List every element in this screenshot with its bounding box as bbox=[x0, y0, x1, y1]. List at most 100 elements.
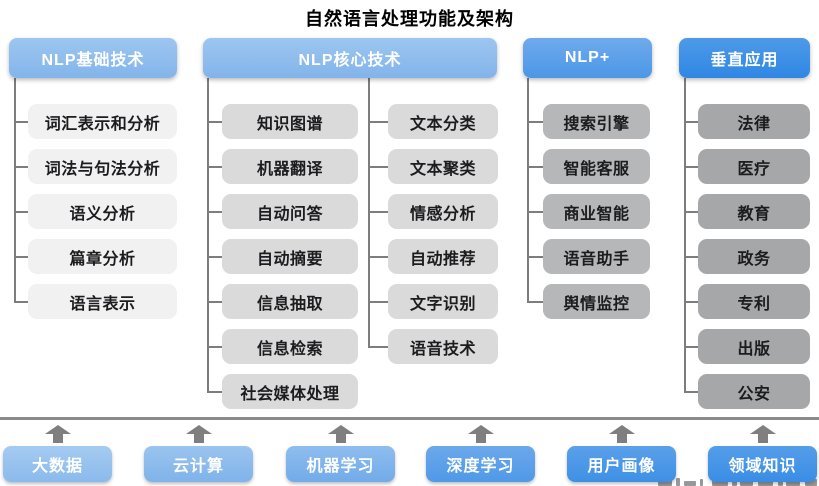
foundation-box: 机器学习 bbox=[286, 446, 395, 482]
foundation-box: 大数据 bbox=[3, 446, 112, 482]
connector-stub bbox=[368, 300, 388, 303]
up-arrow-stem bbox=[52, 434, 63, 443]
foundation-box: 云计算 bbox=[144, 446, 253, 482]
node-nlp-core-tech: 知识图谱 bbox=[222, 104, 358, 139]
node-nlp-core-tech: 自动问答 bbox=[222, 194, 358, 229]
watermark-stroke bbox=[778, 478, 783, 486]
foundation-box: 用户画像 bbox=[567, 446, 676, 482]
node-vertical-apps: 教育 bbox=[698, 194, 810, 229]
up-arrow-stem bbox=[335, 434, 346, 443]
node-nlp-core-tech: 信息抽取 bbox=[222, 284, 358, 319]
connector-stub bbox=[14, 165, 28, 168]
connector-stub bbox=[14, 210, 28, 213]
connector-stub bbox=[527, 165, 543, 168]
node-nlp-basic-tech: 语言表示 bbox=[28, 284, 177, 319]
node-nlp-core-tech: 自动推荐 bbox=[388, 239, 498, 274]
up-arrow-stem bbox=[616, 434, 627, 443]
node-nlp-plus: 语音助手 bbox=[543, 239, 650, 274]
node-nlp-core-tech: 文字识别 bbox=[388, 284, 498, 319]
connector-stub bbox=[527, 120, 543, 123]
node-nlp-core-tech: 文本聚类 bbox=[388, 149, 498, 184]
connector-stub bbox=[368, 210, 388, 213]
connector-stub bbox=[684, 255, 698, 258]
diagram-title: 自然语言处理功能及架构 bbox=[305, 9, 514, 29]
connector-stub bbox=[368, 345, 388, 348]
node-nlp-core-tech: 语音技术 bbox=[388, 329, 498, 364]
foundation-box: 深度学习 bbox=[426, 446, 535, 482]
node-nlp-core-tech: 信息检索 bbox=[222, 329, 358, 364]
connector-vline bbox=[207, 78, 209, 392]
column-header-nlp-plus: NLP+ bbox=[523, 38, 652, 78]
connector-stub bbox=[368, 165, 388, 168]
node-nlp-plus: 商业智能 bbox=[543, 194, 650, 229]
up-arrow-head bbox=[608, 425, 635, 434]
node-vertical-apps: 法律 bbox=[698, 104, 810, 139]
node-nlp-core-tech: 情感分析 bbox=[388, 194, 498, 229]
connector-stub bbox=[527, 300, 543, 303]
up-arrow-icon bbox=[749, 425, 776, 443]
connector-stub bbox=[368, 120, 388, 123]
connector-stub bbox=[527, 255, 543, 258]
node-vertical-apps: 出版 bbox=[698, 329, 810, 364]
watermark-stroke bbox=[676, 478, 680, 486]
up-arrow-stem bbox=[475, 434, 486, 443]
connector-stub bbox=[684, 210, 698, 213]
connector-stub bbox=[207, 300, 222, 303]
node-nlp-plus: 智能客服 bbox=[543, 149, 650, 184]
column-header-vertical-apps: 垂直应用 bbox=[679, 38, 810, 78]
connector-stub bbox=[684, 300, 698, 303]
connector-stub bbox=[684, 120, 698, 123]
node-vertical-apps: 医疗 bbox=[698, 149, 810, 184]
up-arrow-icon bbox=[608, 425, 635, 443]
connector-stub bbox=[207, 210, 222, 213]
connector-vline bbox=[14, 78, 16, 302]
up-arrow-icon bbox=[327, 425, 354, 443]
watermark-stroke bbox=[700, 479, 703, 486]
connector-stub bbox=[684, 390, 698, 393]
watermark-stroke bbox=[712, 479, 728, 486]
column-header-nlp-core-tech: NLP核心技术 bbox=[203, 38, 497, 78]
connector-stub bbox=[527, 210, 543, 213]
watermark-stroke bbox=[684, 481, 696, 486]
connector-stub bbox=[684, 345, 698, 348]
watermark-stroke bbox=[740, 480, 753, 486]
connector-stub bbox=[684, 165, 698, 168]
node-nlp-basic-tech: 词法与句法分析 bbox=[28, 149, 177, 184]
connector-stub bbox=[207, 255, 222, 258]
node-nlp-core-tech: 社会媒体处理 bbox=[222, 374, 358, 409]
node-nlp-plus: 搜索引擎 bbox=[543, 104, 650, 139]
watermark-stroke bbox=[758, 479, 773, 486]
up-arrow-icon bbox=[467, 425, 494, 443]
connector-stub bbox=[207, 165, 222, 168]
node-nlp-basic-tech: 语义分析 bbox=[28, 194, 177, 229]
connector-stub bbox=[14, 255, 28, 258]
connector-stub bbox=[207, 345, 222, 348]
connector-stub bbox=[207, 120, 222, 123]
up-arrow-head bbox=[467, 425, 494, 434]
foundation-box: 领域知识 bbox=[708, 446, 817, 482]
node-nlp-basic-tech: 篇章分析 bbox=[28, 239, 177, 274]
connector-stub bbox=[14, 300, 28, 303]
up-arrow-icon bbox=[185, 425, 212, 443]
up-arrow-head bbox=[185, 425, 212, 434]
up-arrow-head bbox=[44, 425, 71, 434]
node-nlp-core-tech: 机器翻译 bbox=[222, 149, 358, 184]
up-arrow-stem bbox=[193, 434, 204, 443]
node-nlp-basic-tech: 词汇表示和分析 bbox=[28, 104, 177, 139]
connector-vline bbox=[684, 78, 686, 392]
connector-stub bbox=[207, 390, 222, 393]
connector-vline bbox=[527, 78, 529, 302]
separator-line bbox=[0, 417, 819, 420]
node-vertical-apps: 公安 bbox=[698, 374, 810, 409]
watermark-stroke bbox=[658, 480, 672, 486]
up-arrow-head bbox=[749, 425, 776, 434]
node-nlp-plus: 舆情监控 bbox=[543, 284, 650, 319]
watermark-stroke bbox=[805, 479, 817, 486]
column-header-nlp-basic-tech: NLP基础技术 bbox=[9, 38, 177, 78]
up-arrow-head bbox=[327, 425, 354, 434]
node-vertical-apps: 专利 bbox=[698, 284, 810, 319]
node-nlp-core-tech: 文本分类 bbox=[388, 104, 498, 139]
connector-stub bbox=[14, 120, 28, 123]
up-arrow-icon bbox=[44, 425, 71, 443]
